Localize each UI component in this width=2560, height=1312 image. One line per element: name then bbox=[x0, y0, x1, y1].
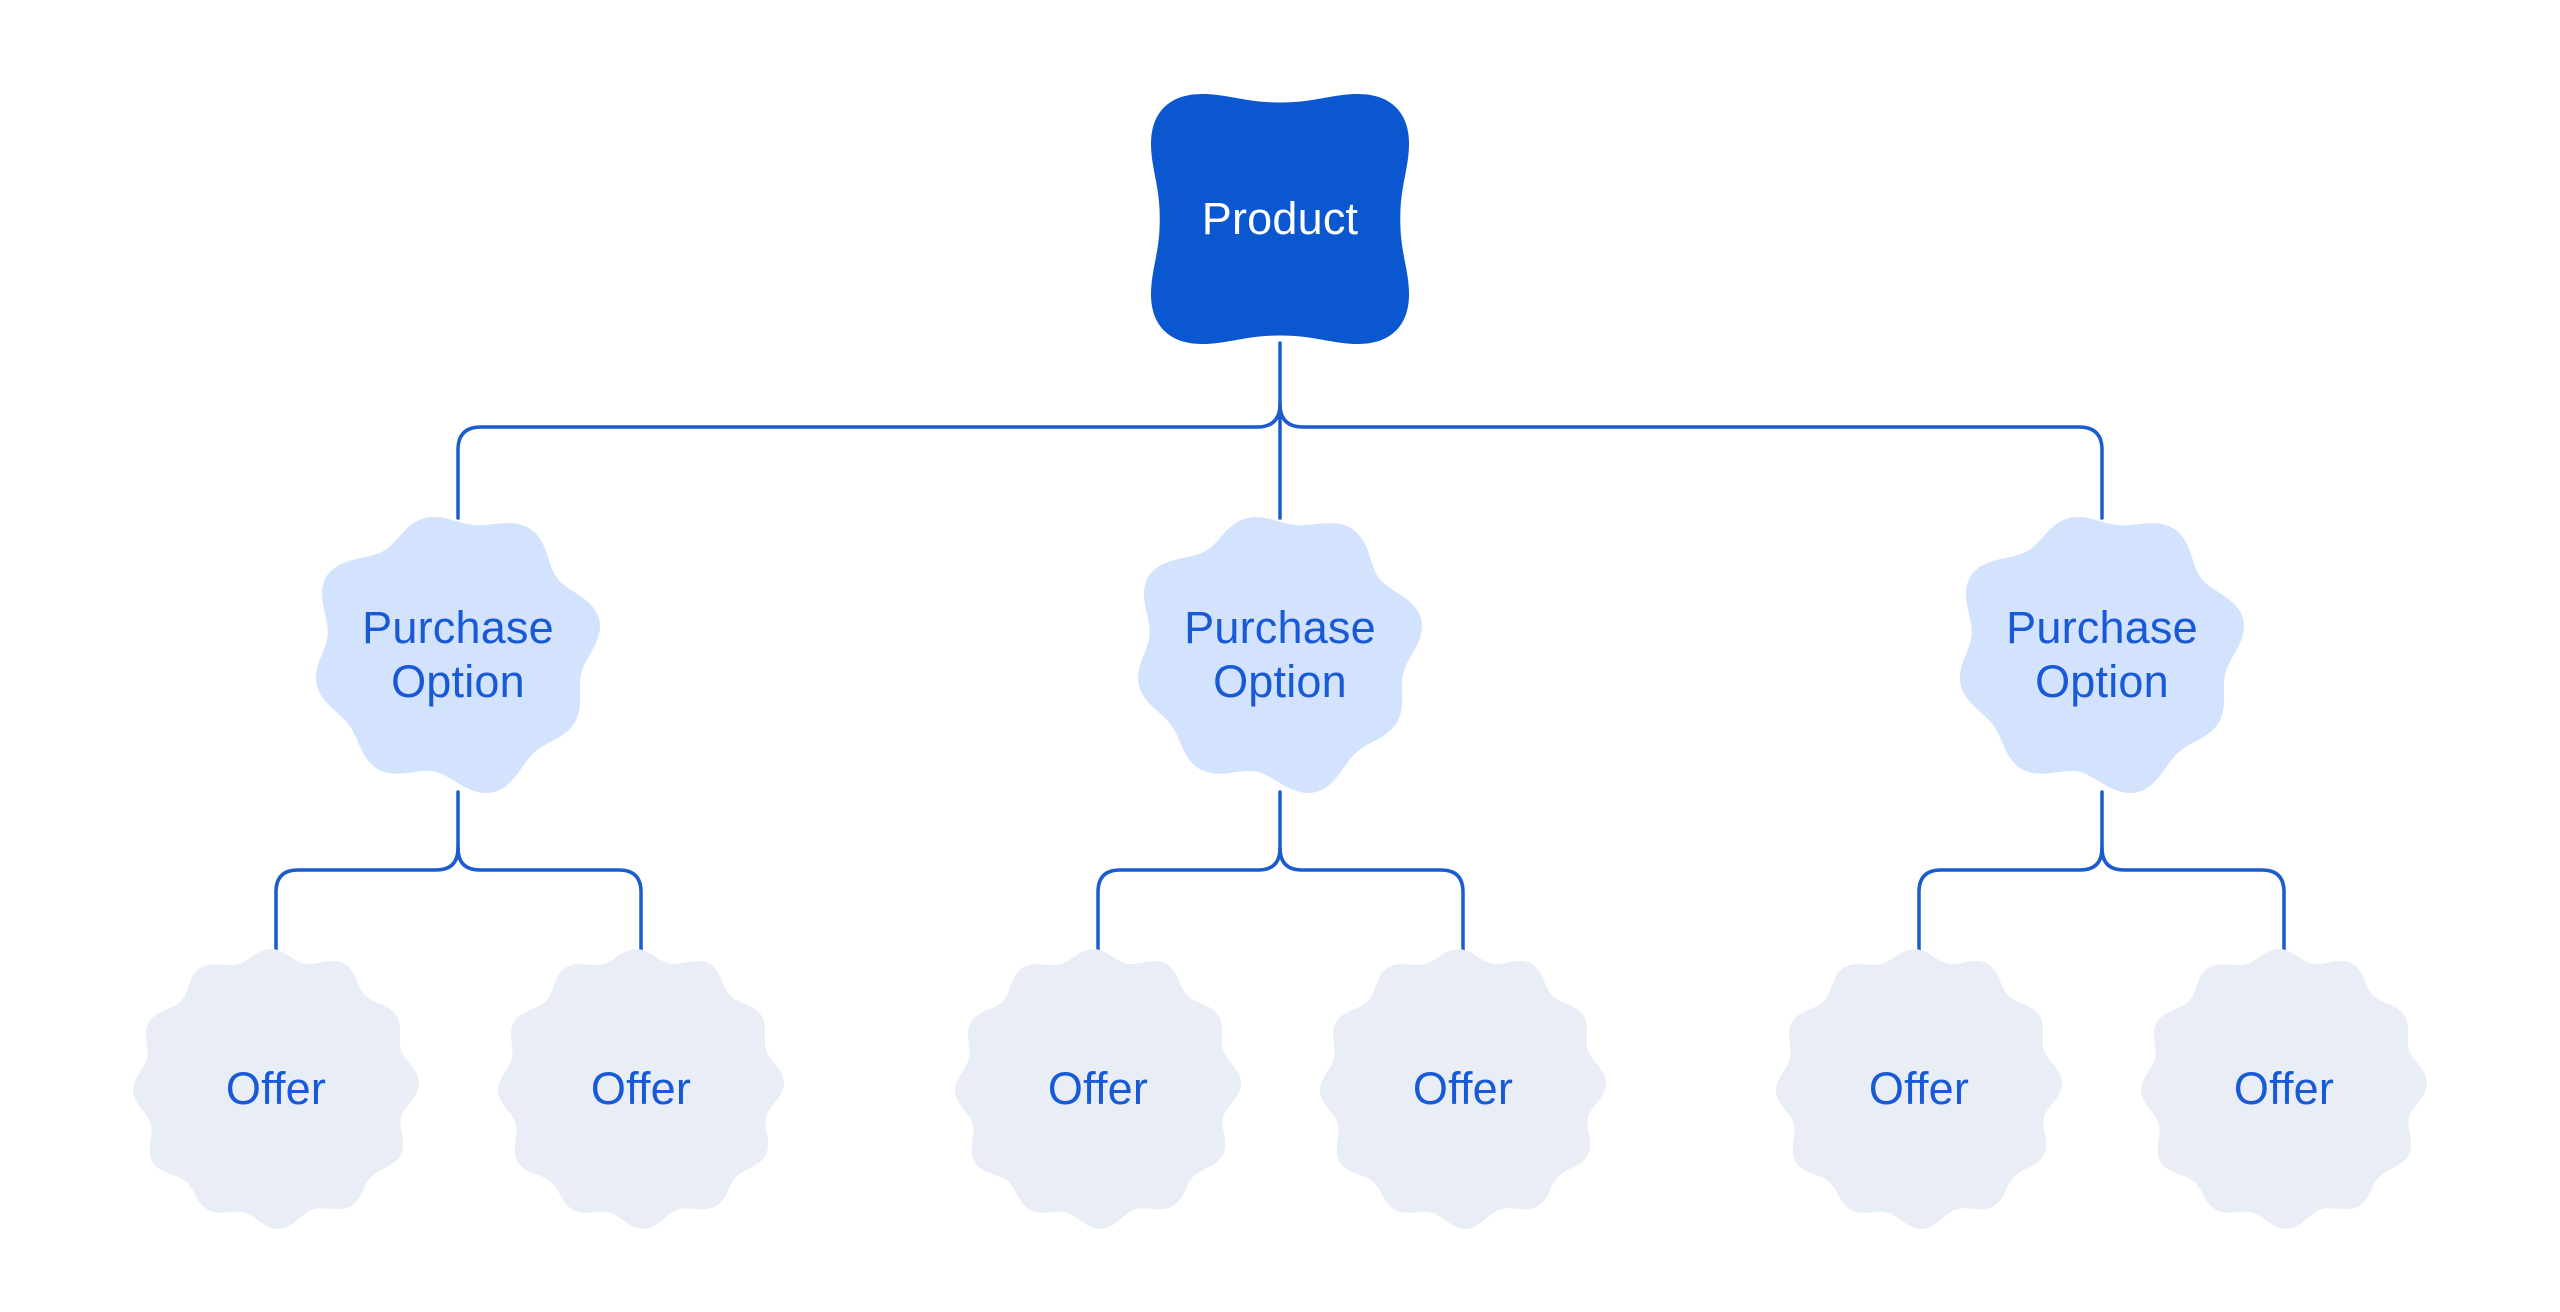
purchase-option-label: Purchase Option bbox=[362, 602, 554, 707]
product-node: Product bbox=[1151, 94, 1409, 344]
purchase-option-node-1: Purchase Option bbox=[316, 517, 600, 793]
purchase-option-node-3: Purchase Option bbox=[1960, 517, 2244, 793]
purchase-option-node-2: Purchase Option bbox=[1138, 517, 1422, 793]
purchase-option-blob bbox=[1138, 517, 1422, 793]
offer-node-1: Offer bbox=[133, 949, 419, 1229]
offer-blob bbox=[498, 949, 784, 1229]
offer-label: Offer bbox=[1412, 1063, 1514, 1114]
offer-label: Offer bbox=[1868, 1063, 1970, 1114]
purchase-option-blob bbox=[316, 517, 600, 793]
offer-blob bbox=[955, 949, 1241, 1229]
purchase-option-label: Purchase Option bbox=[1184, 602, 1376, 707]
purchase-option-label: Purchase Option bbox=[2006, 602, 2198, 707]
offer-node-2: Offer bbox=[498, 949, 784, 1229]
offer-label: Offer bbox=[590, 1063, 692, 1114]
offer-label: Offer bbox=[1047, 1063, 1149, 1114]
offer-node-4: Offer bbox=[1320, 949, 1606, 1229]
offer-node-6: Offer bbox=[2141, 949, 2427, 1229]
offer-node-3: Offer bbox=[955, 949, 1241, 1229]
offer-blob bbox=[1776, 949, 2062, 1229]
offer-blob bbox=[133, 949, 419, 1229]
product-label: Product bbox=[1201, 193, 1359, 244]
product-blob bbox=[1151, 94, 1409, 344]
offer-node-5: Offer bbox=[1776, 949, 2062, 1229]
offer-label: Offer bbox=[2233, 1063, 2335, 1114]
purchase-option-blob bbox=[1960, 517, 2244, 793]
offer-blob bbox=[1320, 949, 1606, 1229]
offer-label: Offer bbox=[225, 1063, 327, 1114]
offer-blob bbox=[2141, 949, 2427, 1229]
